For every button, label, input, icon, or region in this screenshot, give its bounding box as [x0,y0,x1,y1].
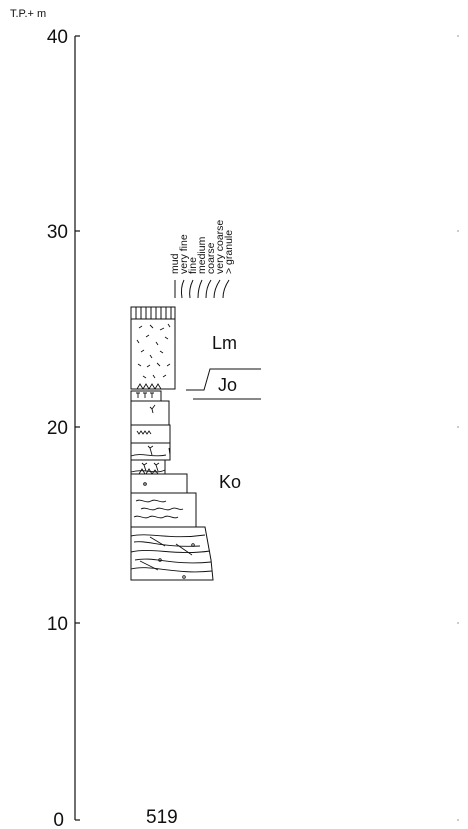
axis-tick-label-0: 0 [53,810,64,829]
unit-annotations: Lm Jo Ko [186,333,261,492]
grain-size-guide-marks [174,279,230,299]
unit-label-lm: Lm [212,333,237,353]
unit-label-ko: Ko [219,472,241,492]
layer-ko-1 [130,400,170,426]
layer-top-soil [130,306,176,320]
elevation-axis: T.P.+ m 40 30 20 10 0 [10,8,80,829]
grain-size-label-mud: mud [169,253,181,274]
lm-basal-gravel [136,383,162,390]
grain-size-label-very-fine: very fine [178,234,190,274]
axis-tick-label-20: 20 [47,418,68,439]
ko-cross-bedding [130,534,213,579]
unit-boundary-lm-jo [186,368,261,391]
layer-ko-3 [130,442,171,461]
layer-lm [130,318,176,390]
grain-size-label-very-coarse: very coarse [214,220,226,274]
grain-size-scale: mud very fine fine medium coarse very co… [169,220,235,299]
ko-wavy-lamination [133,499,184,519]
axis-tick-label-30: 30 [47,222,68,243]
axis-tick-label-10: 10 [47,614,68,635]
lm-ash-dashes [136,323,171,379]
stratigraphic-column [130,306,214,581]
right-edge-ticks [457,35,459,821]
axis-units-label: T.P.+ m [10,8,46,20]
ko-gravel-1 [138,468,159,475]
layer-ko-6 [130,492,197,528]
top-soil-hatch [135,307,172,319]
grain-size-label-fine: fine [187,257,199,274]
grain-size-label-coarse: coarse [205,242,217,274]
grain-size-label-medium: medium [196,236,208,274]
axis-tick-label-40: 40 [47,27,68,48]
grain-size-label-granule: > granule [223,230,235,274]
layer-jo [130,390,162,402]
jo-root-marks [136,392,154,398]
site-number-label: 519 [146,807,178,828]
unit-label-jo: Jo [218,375,237,395]
layer-ko-5 [130,473,188,494]
